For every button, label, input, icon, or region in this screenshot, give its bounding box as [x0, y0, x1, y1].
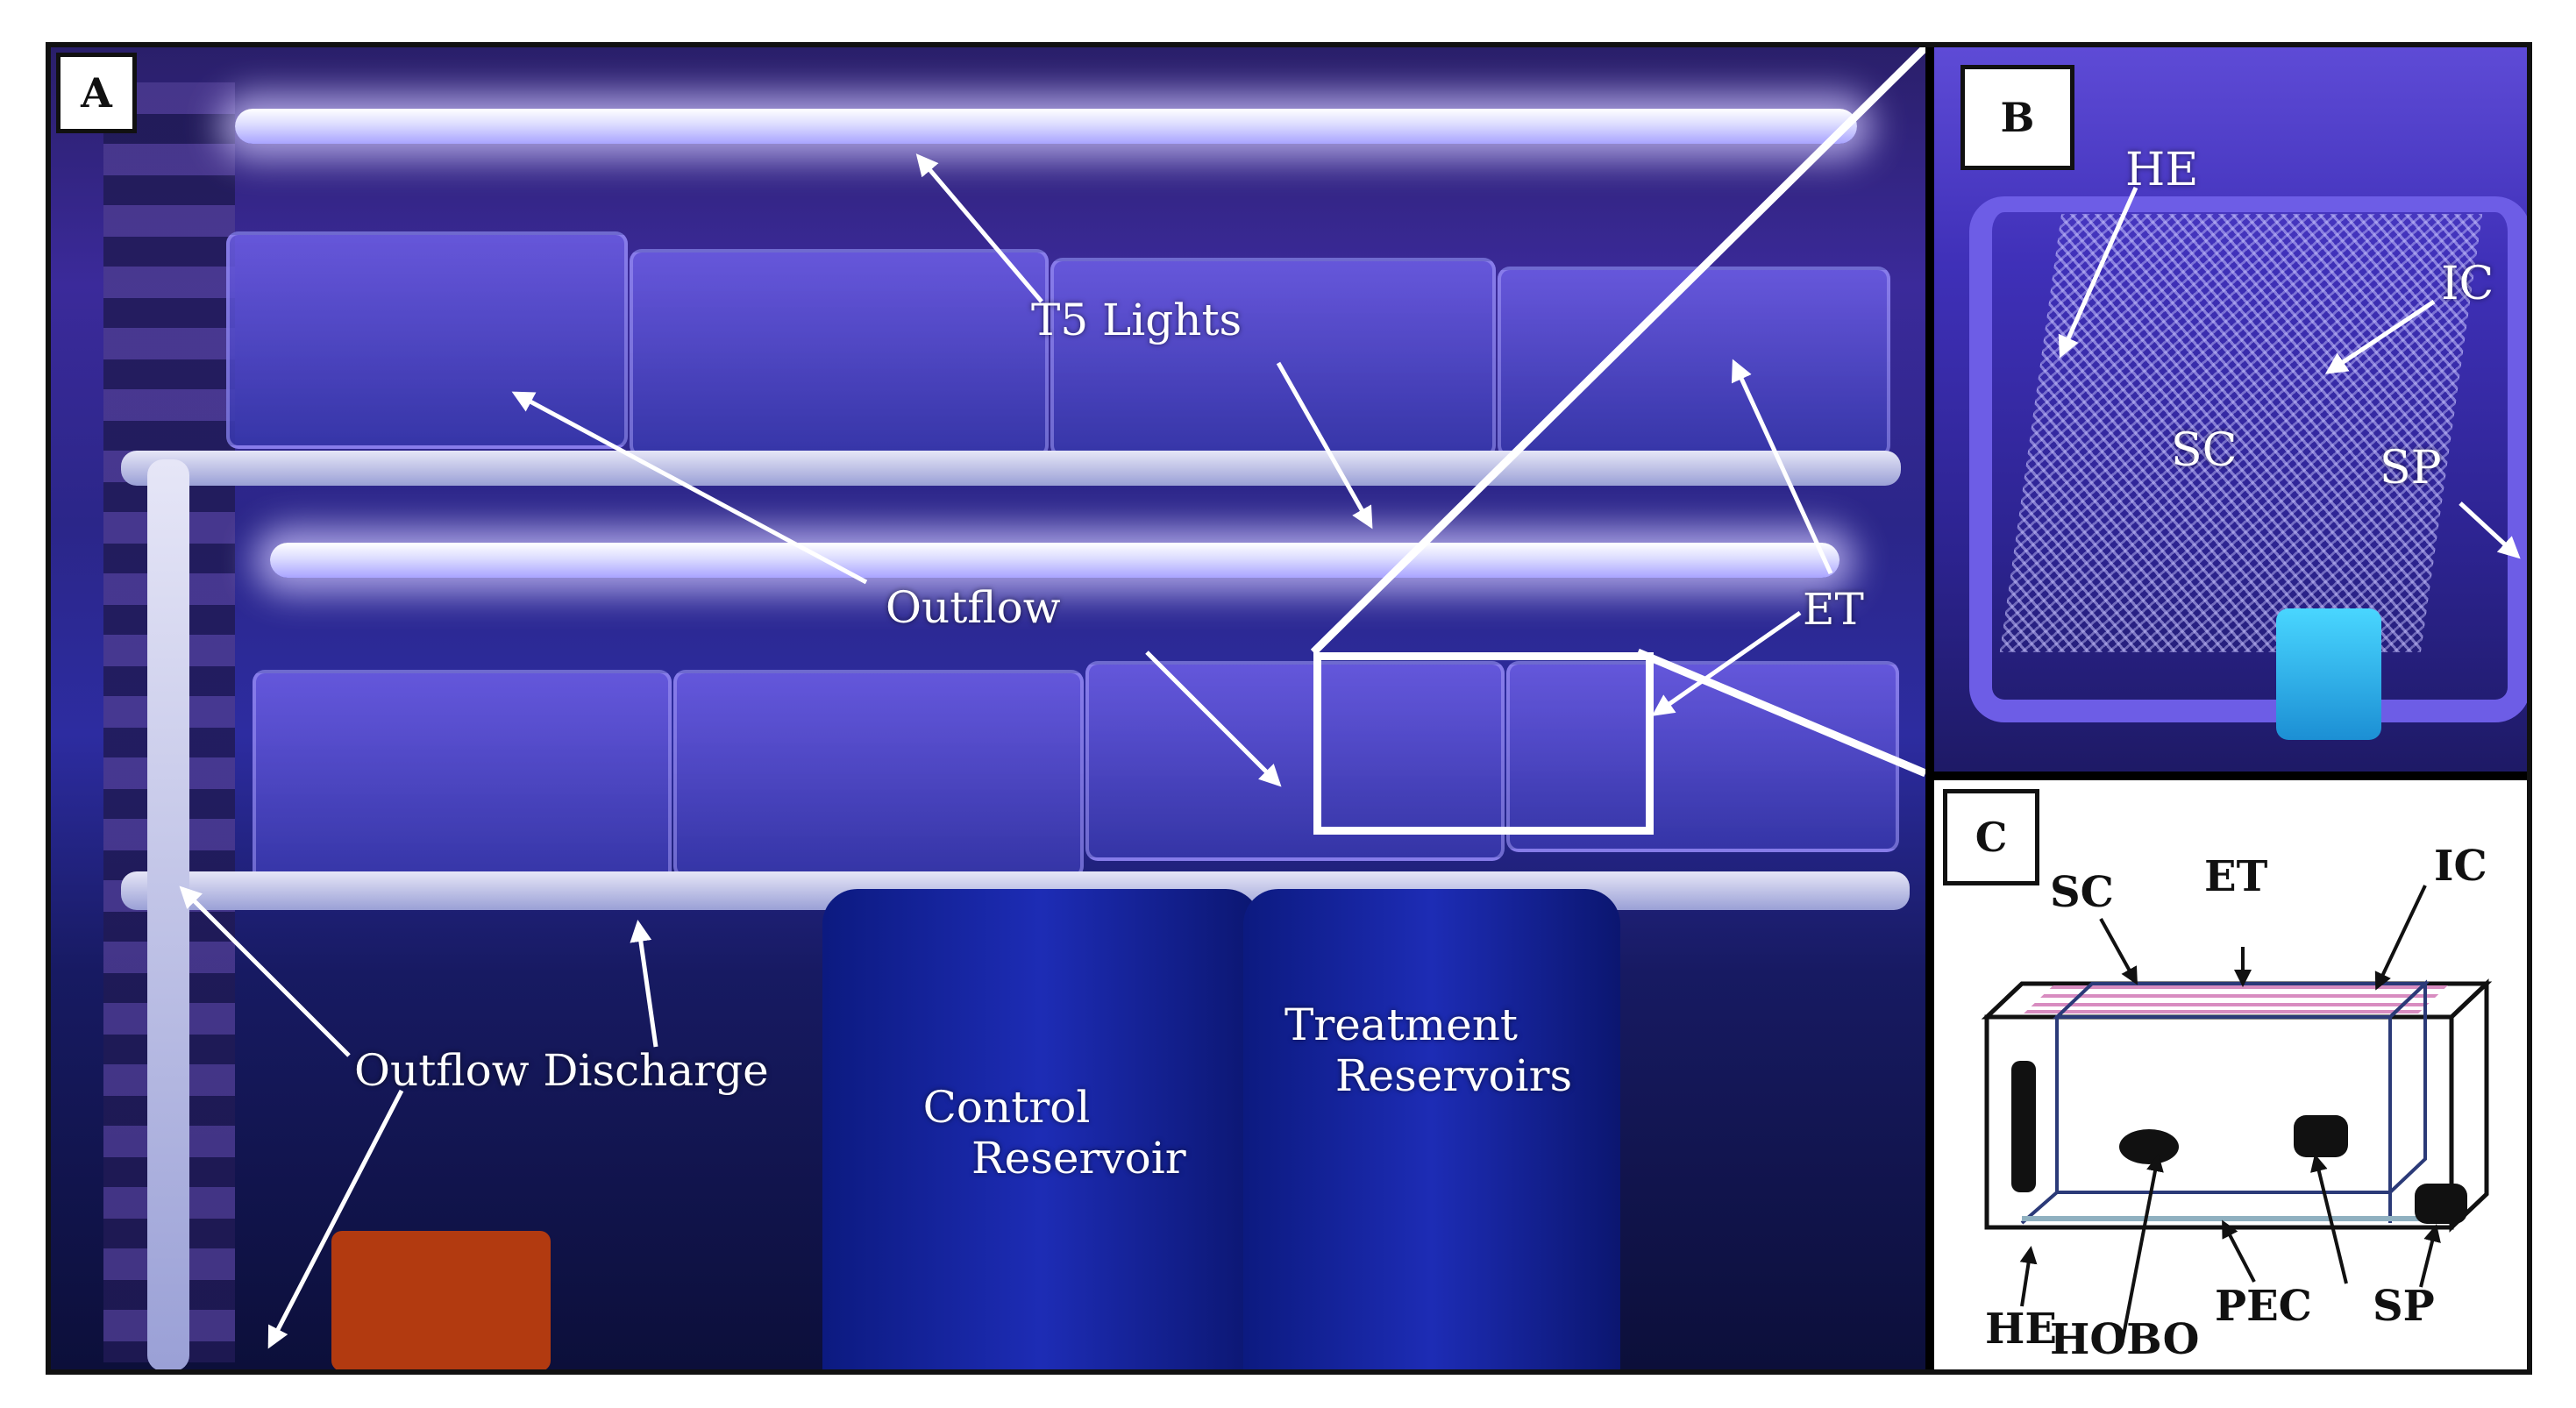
- pump-outer: [2415, 1184, 2467, 1224]
- panel-c-diagram: C: [1934, 780, 2527, 1369]
- arrow-c-sc: [2099, 918, 2138, 985]
- arrow-discharge-down: [267, 1089, 404, 1349]
- arrow-b-ic: [2324, 299, 2436, 374]
- label-b-ic: IC: [2441, 258, 2494, 310]
- label-b-sp: SP: [2380, 442, 2442, 494]
- label-treatment-line1: Treatment: [1284, 999, 1519, 1050]
- tank: [673, 670, 1084, 878]
- pipe-vertical: [147, 459, 189, 1369]
- label-c-he: HE: [1985, 1305, 2057, 1354]
- panel-a-arrows: [179, 47, 1925, 1349]
- control-reservoir-barrel: [822, 889, 1261, 1369]
- panel-b-letter: B: [1960, 65, 2074, 170]
- arrow-c-pec: [2222, 1220, 2256, 1283]
- red-bucket: [331, 1231, 551, 1369]
- label-c-et: ET: [2204, 852, 2268, 901]
- treatment-reservoir-barrel: [1243, 889, 1620, 1369]
- label-treatment-line2: Reservoirs: [1334, 1050, 1573, 1101]
- tank: [1498, 267, 1890, 458]
- arrow-discharge-pipe: [630, 920, 658, 1048]
- arrow-c-sp-inner: [2310, 1154, 2348, 1284]
- label-c-pec: PEC: [2215, 1282, 2312, 1331]
- arrow-b-sp: [2459, 501, 2521, 559]
- arrow-t5-lower: [1276, 361, 1373, 530]
- arrow-c-hobo: [2121, 1154, 2164, 1340]
- tank: [1506, 661, 1899, 852]
- label-outflow-discharge: Outflow Discharge: [354, 1045, 769, 1096]
- panel-c-letter: C: [1943, 789, 2039, 885]
- diagram-c-svg: [1981, 885, 2493, 1340]
- panel-a-letter: A: [56, 53, 137, 133]
- label-treatment-reservoirs: Treatment Reservoirs: [1217, 999, 1585, 1101]
- arrow-c-he: [2019, 1246, 2038, 1307]
- arrow-discharge-left: [179, 885, 351, 1057]
- figure-frame: A T5 Lights Outflow ET Outflow Discharge…: [46, 42, 2532, 1375]
- label-et: ET: [1803, 584, 1864, 635]
- cyan-clip: [2276, 608, 2381, 740]
- label-control-line1: Control: [922, 1082, 1091, 1133]
- panel-a-photo: A T5 Lights Outflow ET Outflow Discharge…: [51, 47, 1925, 1369]
- arrow-et-upper: [1731, 359, 1833, 575]
- arrow-c-ic: [2374, 885, 2427, 991]
- hobo-logger: [2119, 1129, 2179, 1164]
- label-b-he: HE: [2125, 144, 2199, 196]
- panel-b-photo: B HE IC SC SP: [1934, 47, 2527, 772]
- label-c-ic: IC: [2434, 842, 2487, 891]
- zoom-lines: [1310, 47, 1925, 778]
- highlight-box: [1313, 652, 1654, 835]
- panel-b-arrows: [2058, 186, 2521, 559]
- arrow-t5-upper: [915, 153, 1043, 303]
- arrow-b-he: [2058, 186, 2138, 359]
- arrow-c-sp-outer: [2419, 1224, 2441, 1288]
- label-b-sc: SC: [2171, 424, 2238, 477]
- tank: [226, 231, 628, 449]
- arrow-outflow-lower: [1145, 651, 1282, 787]
- tray: [1969, 196, 2527, 722]
- inner-container-outline: [2020, 979, 2430, 1225]
- label-outflow: Outflow: [886, 582, 1061, 633]
- t5-light-upper: [235, 109, 1857, 144]
- label-c-hobo: HOBO: [2050, 1315, 2200, 1364]
- arrow-et-lower: [1651, 610, 1802, 716]
- t5-light-lower: [270, 543, 1839, 578]
- label-t5-lights: T5 Lights: [1031, 295, 1242, 345]
- label-c-sp: SP: [2373, 1282, 2435, 1331]
- tank: [630, 249, 1049, 458]
- label-c-sc: SC: [2050, 868, 2114, 917]
- heater-element: [2011, 1061, 2036, 1192]
- pipe-upper: [121, 451, 1901, 486]
- arrow-outflow-upper: [511, 391, 868, 585]
- pump-inner: [2294, 1115, 2348, 1157]
